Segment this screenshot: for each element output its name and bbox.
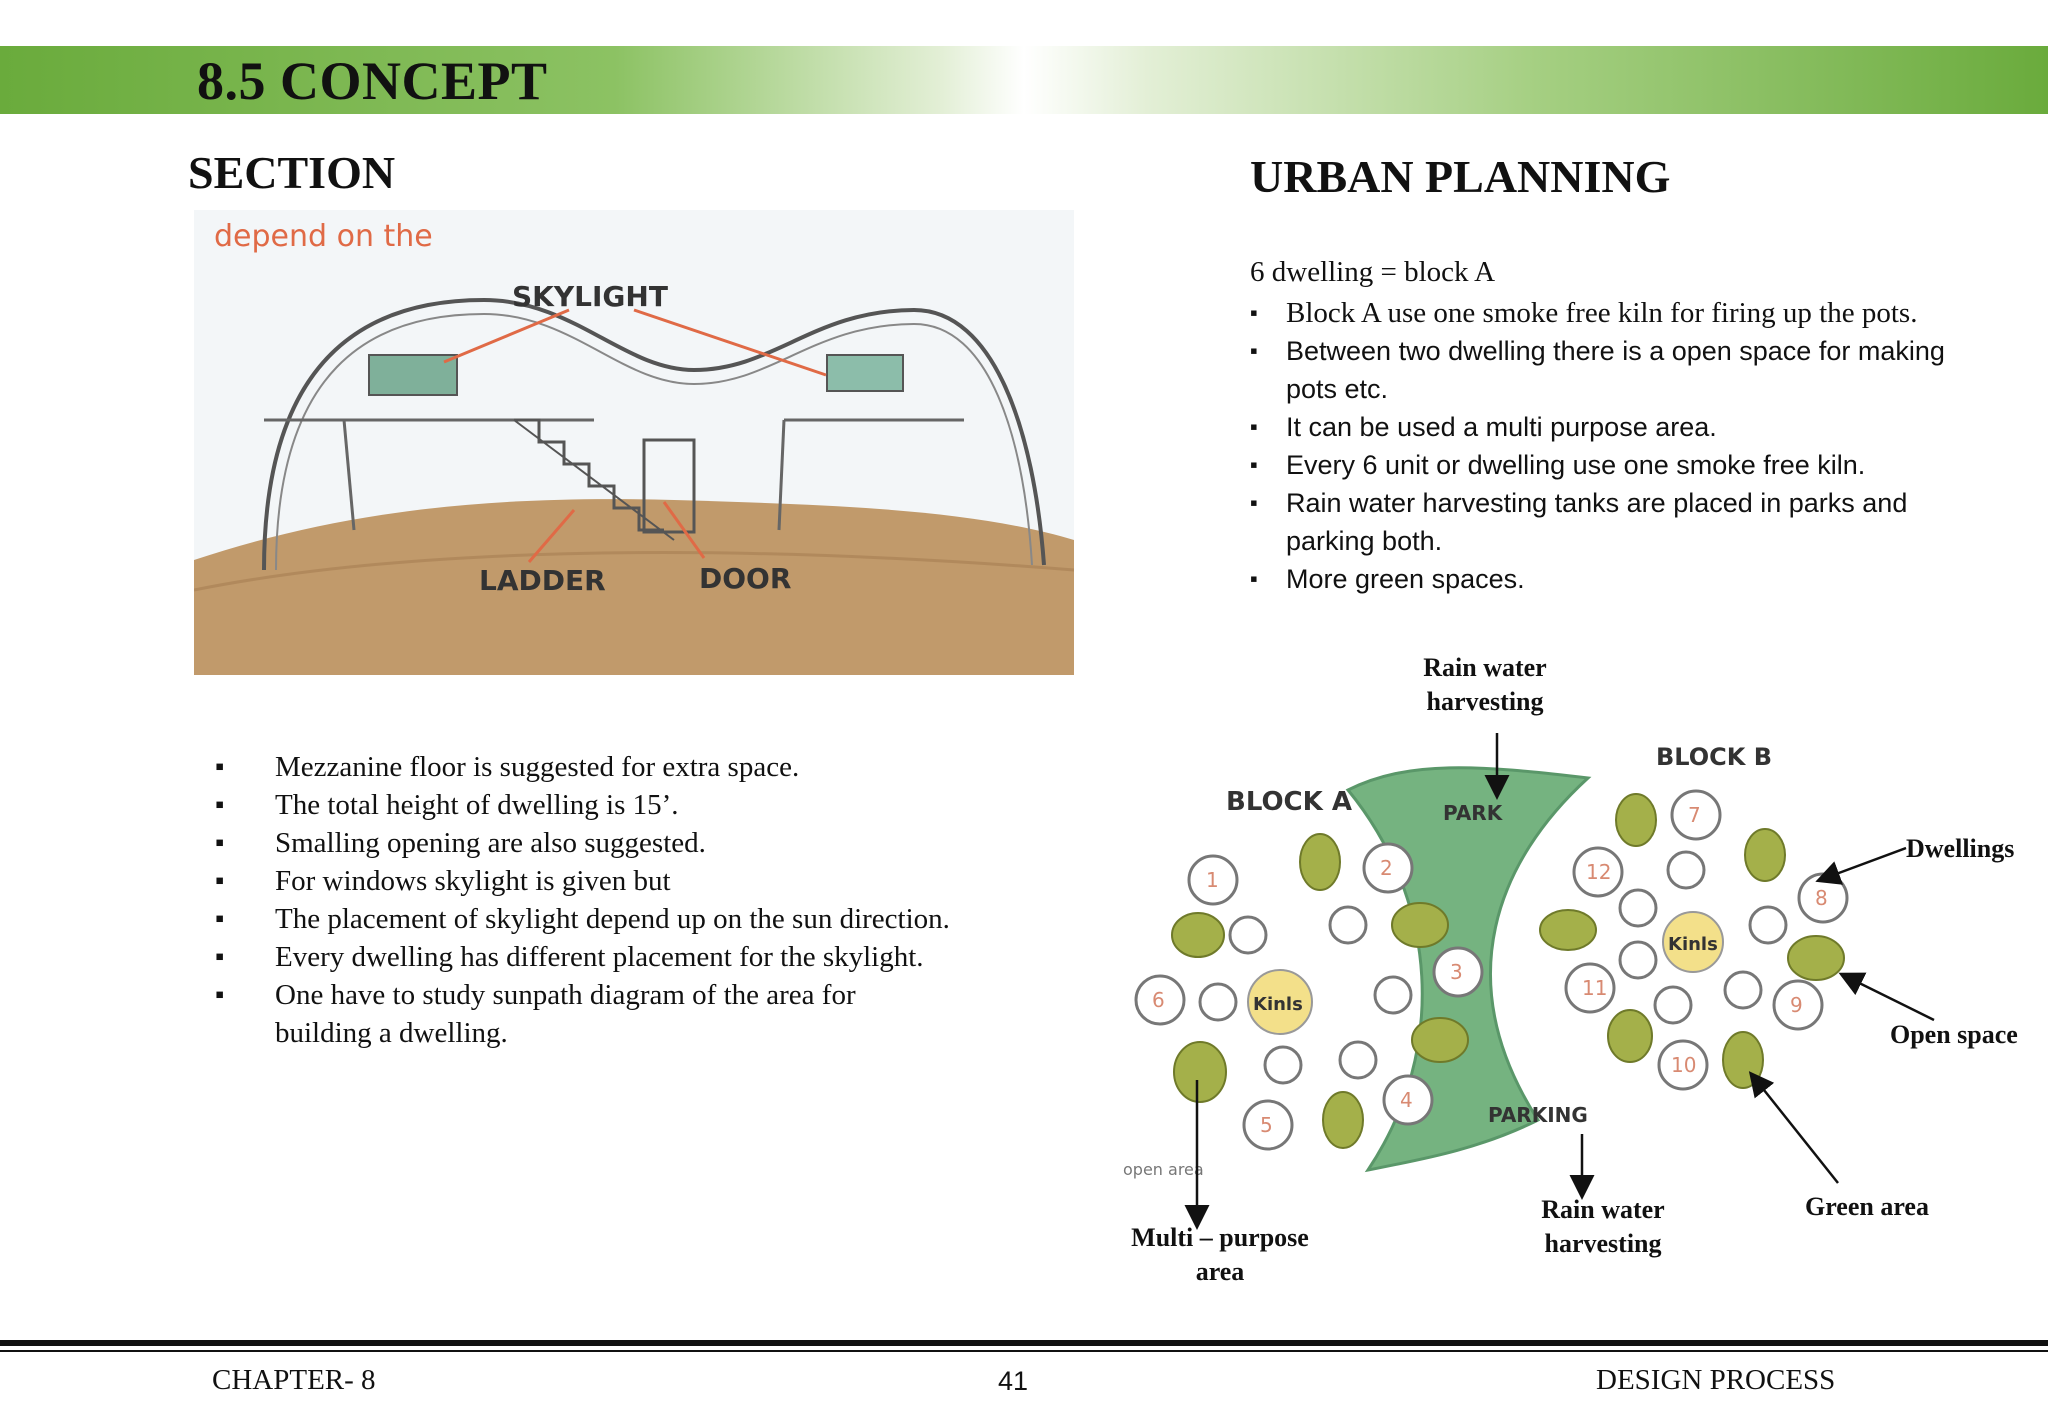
open-area-note: open area [1123,1160,1204,1179]
urban-planning-heading: URBAN PLANNING [1250,151,1671,202]
list-item: The placement of skylight depend up on t… [215,900,1115,938]
unit-number: 10 [1671,1053,1696,1077]
footer-divider [0,1340,2048,1346]
unit-number: 3 [1450,960,1463,984]
header-banner [0,46,2048,114]
section-heading: SECTION [188,147,396,198]
block-b-label: BLOCK B [1656,743,1772,771]
unit-number: 4 [1400,1088,1413,1112]
list-item: It can be used a multi purpose area. [1250,408,1950,446]
list-item: Rain water harvesting tanks are placed i… [1250,484,1950,560]
list-item: The total height of dwelling is 15’. [215,786,1115,824]
door-label: DOOR [699,562,791,595]
rain-water-top-label: Rain water harvesting [1423,653,1547,716]
list-item: For windows skylight is given but [215,862,1115,900]
sketch-note: depend on the [214,219,433,254]
section-bullet-list: Mezzanine floor is suggested for extra s… [215,748,1115,1052]
list-item: More green spaces. [1250,560,1950,598]
list-item: Between two dwelling there is a open spa… [1250,332,1950,408]
unit-number: 2 [1380,856,1393,880]
unit-number: 1 [1206,868,1219,892]
urban-bullet-list: Block A use one smoke free kiln for firi… [1250,294,1950,598]
list-item: Every dwelling has different placement f… [215,938,1115,976]
footer-section-name: DESIGN PROCESS [1596,1364,1836,1396]
green-area-label: Green area [1805,1192,1929,1221]
unit-number: 5 [1260,1113,1273,1137]
urban-plan-sketch: PARK PARKING BLOCK A BLOCK B Kinls Kinls… [1123,743,1849,1179]
footer-divider-thin [0,1350,2048,1352]
page-title: 8.5 CONCEPT [197,51,548,111]
list-item: Every 6 unit or dwelling use one smoke f… [1250,446,1950,484]
unit-number: 8 [1815,886,1828,910]
list-item: One have to study sunpath diagram of the… [215,976,915,1052]
open-space-label: Open space [1890,1020,2018,1049]
unit-number: 9 [1790,993,1803,1017]
ladder-label: LADDER [479,564,606,597]
page-number: 41 [998,1366,1029,1396]
footer-chapter: CHAPTER- 8 [212,1364,376,1396]
skylight-label: SKYLIGHT [512,280,668,313]
list-item: Mezzanine floor is suggested for extra s… [215,748,1115,786]
list-item: Block A use one smoke free kiln for firi… [1250,294,1950,332]
list-item: Smalling opening are also suggested. [215,824,1115,862]
rain-water-bottom-label: Rain water harvesting [1541,1195,1665,1258]
parking-label: PARKING [1488,1103,1588,1127]
dwellings-label: Dwellings [1906,834,2015,863]
unit-number: 11 [1582,976,1607,1000]
kiln-label-b: Kinls [1668,934,1718,955]
park-label: PARK [1443,801,1504,825]
unit-number: 12 [1586,860,1611,884]
unit-number: 7 [1688,803,1701,827]
kiln-label-a: Kinls [1253,994,1303,1015]
urban-intro: 6 dwelling = block A [1250,256,1496,288]
section-sketch: SKYLIGHT LADDER DOOR depend on the [194,210,1074,675]
block-a-label: BLOCK A [1226,787,1352,817]
unit-number: 6 [1152,988,1165,1012]
multi-purpose-label: Multi – purpose area [1131,1223,1309,1286]
